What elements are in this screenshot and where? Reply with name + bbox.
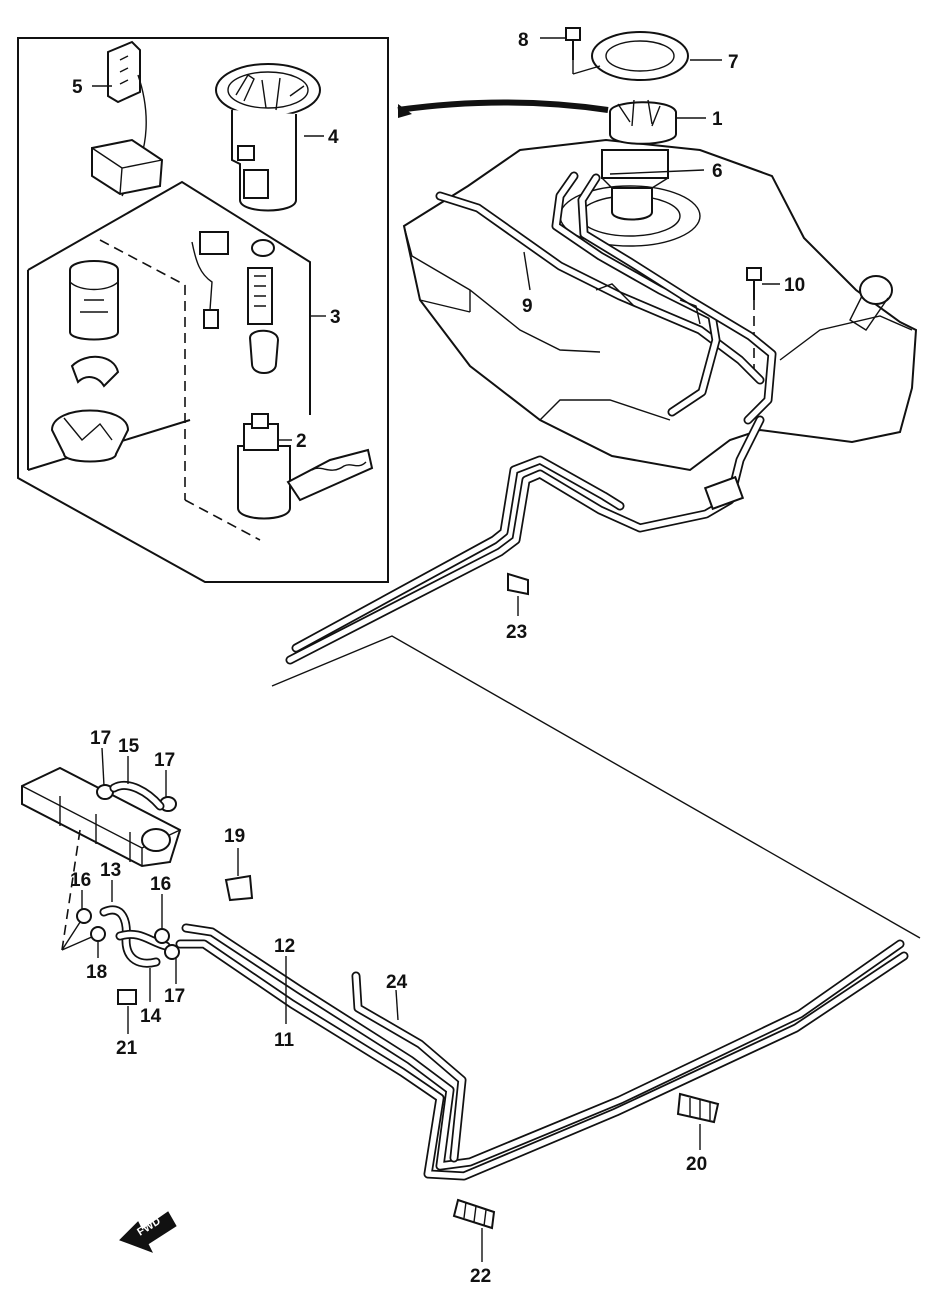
fuel-delivery-pipe-group [21, 572, 720, 1230]
callout-3: 3 [330, 307, 341, 328]
leader-lines [81, 37, 780, 1262]
callout-9: 9 [522, 296, 533, 317]
callout-24: 24 [386, 972, 408, 993]
callout-8: 8 [518, 30, 529, 51]
callout-7: 7 [728, 52, 739, 73]
callout-20: 20 [686, 1154, 707, 1175]
callout-1: 1 [712, 109, 723, 130]
pump-filter-set-part [50, 231, 280, 463]
callout-4: 4 [328, 127, 339, 148]
callout-12: 12 [274, 936, 295, 957]
section-boundary-line [271, 635, 921, 939]
fuel-line-bundle-lower [175, 923, 909, 1181]
fuel-tank-group [397, 27, 918, 472]
callout-16-right: 16 [150, 874, 171, 895]
callout-21: 21 [116, 1038, 138, 1059]
fuel-level-sender-part [91, 40, 164, 197]
callout-11: 11 [274, 1030, 295, 1051]
callout-19: 19 [224, 826, 245, 847]
callout-10: 10 [784, 275, 805, 296]
callout-13: 13 [100, 860, 121, 881]
callout-18: 18 [86, 962, 107, 983]
callout-5: 5 [72, 77, 83, 98]
callout-14: 14 [140, 1006, 162, 1027]
callout-22: 22 [470, 1266, 491, 1287]
callout-17-top-right: 17 [154, 750, 175, 771]
callout-15: 15 [118, 736, 140, 757]
callout-labels: 1 2 3 4 5 6 7 8 9 10 11 12 13 14 15 16 1… [70, 30, 805, 1287]
callout-23: 23 [506, 622, 527, 643]
callout-16-left: 16 [70, 870, 91, 891]
callout-17-bottom: 17 [164, 986, 185, 1007]
callout-6: 6 [712, 161, 723, 182]
fuel-pump-assembly-group [17, 37, 389, 583]
forward-direction-arrow: FWD [119, 1211, 177, 1253]
fuel-pump-motor-part [237, 413, 374, 520]
fuel-pump-bracket-part [215, 63, 321, 212]
callout-17-top-left: 17 [90, 728, 111, 749]
fuel-line-bundle-upper [285, 415, 765, 665]
callout-2: 2 [296, 431, 307, 452]
